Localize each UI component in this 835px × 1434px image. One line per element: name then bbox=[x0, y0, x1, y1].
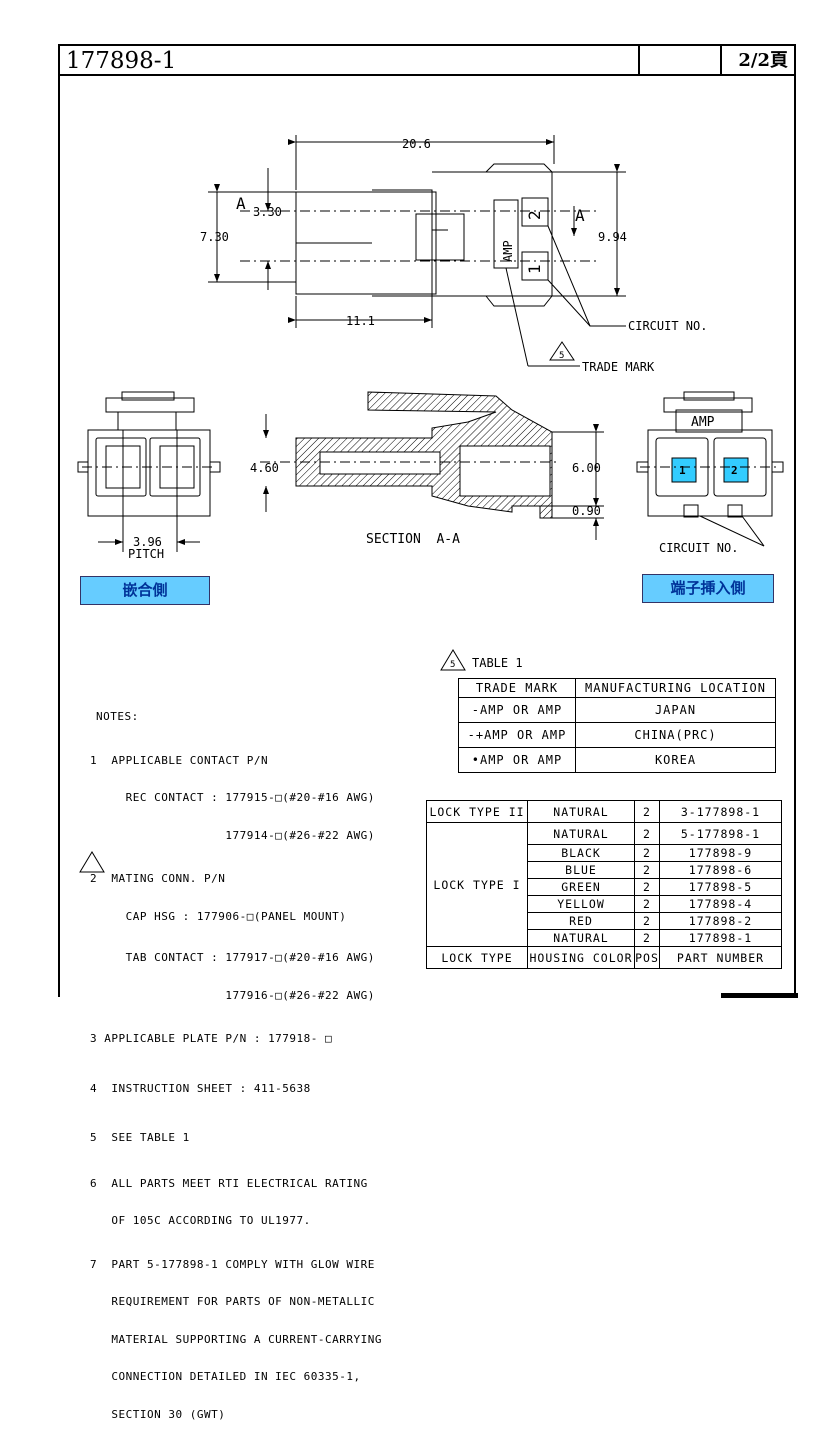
table1-cell: -+AMP OR AMP bbox=[458, 722, 576, 748]
note-line: OF 105C ACCORDING TO UL1977. bbox=[90, 1214, 311, 1227]
table1-note-number: 5 bbox=[450, 660, 455, 670]
part-number: 177898-9 bbox=[659, 844, 782, 862]
part-number-table: LOCK TYPE II NATURAL 2 3-177898-1 LOCK T… bbox=[426, 800, 782, 969]
note-line: CAP HSG : 177906-□(PANEL MOUNT) bbox=[90, 909, 347, 923]
note-line: REC CONTACT : 177915-□(#20-#16 AWG) bbox=[90, 791, 375, 804]
dim-section-left: 4.60 bbox=[250, 461, 279, 475]
part-number: 177898-1 bbox=[659, 929, 782, 947]
title-block: 177898-1 2/2頁 bbox=[58, 44, 796, 76]
note-line: 177916-□(#26-#22 AWG) bbox=[90, 988, 375, 1002]
dim-section-right: 6.00 bbox=[572, 461, 601, 475]
dim-depth: 11.1 bbox=[346, 314, 375, 328]
note-line: 6 ALL PARTS MEET RTI ELECTRICAL RATING bbox=[90, 1176, 368, 1190]
mating-side-label: 嵌合側 bbox=[80, 576, 210, 605]
title-cell-blank bbox=[638, 46, 722, 74]
note-line: TAB CONTACT : 177917-□(#20-#16 AWG) bbox=[90, 951, 375, 964]
pos: 2 bbox=[634, 878, 660, 896]
table1-cell: KOREA bbox=[575, 747, 776, 773]
section-marker-left: A bbox=[236, 194, 246, 213]
note-line: REQUIREMENT FOR PARTS OF NON-METALLIC bbox=[90, 1295, 375, 1308]
table1-cell: -AMP OR AMP bbox=[458, 697, 576, 723]
pos: 2 bbox=[634, 844, 660, 862]
pos: 2 bbox=[634, 822, 660, 845]
rear-view bbox=[636, 391, 784, 547]
pos: 2 bbox=[634, 800, 660, 823]
part-number: 177898-2 bbox=[659, 912, 782, 930]
note-line: 7 PART 5-177898-1 COMPLY WITH GLOW WIRE bbox=[90, 1257, 375, 1271]
pitch-label: PITCH bbox=[128, 547, 164, 561]
trade-mark-label: TRADE MARK bbox=[582, 360, 655, 374]
dim-section-bottom: 0.90 bbox=[572, 504, 601, 518]
housing-color: GREEN bbox=[527, 878, 635, 896]
lock-type-ii: LOCK TYPE II bbox=[426, 800, 528, 823]
pos: 2 bbox=[634, 912, 660, 930]
note-line: 1 APPLICABLE CONTACT P/N bbox=[90, 753, 269, 767]
trade-mark-note: 5 bbox=[559, 351, 564, 361]
note-line: 177914-□(#26-#22 AWG) bbox=[90, 828, 375, 842]
note-line: 2 MATING CONN. P/N bbox=[90, 872, 226, 885]
circuit-2-top: 2 bbox=[525, 210, 544, 220]
circuit-no-label-rear: CIRCUIT NO. bbox=[659, 541, 738, 555]
housing-color: YELLOW bbox=[527, 895, 635, 913]
note5-triangle bbox=[79, 851, 105, 873]
amp-mark-top: AMP bbox=[501, 240, 515, 262]
note-line: 3 APPLICABLE PLATE P/N : 177918- □ bbox=[90, 1032, 333, 1045]
part-number: 177898-6 bbox=[659, 861, 782, 879]
table2-header: HOUSING COLOR bbox=[527, 946, 635, 969]
part-number: 177898-4 bbox=[659, 895, 782, 913]
circuit-1-top: 1 bbox=[525, 264, 544, 274]
drawing-canvas: 20.6 7.30 3.30 9.94 11.1 A A AMP 2 1 CIR… bbox=[77, 135, 784, 873]
table1: TRADE MARK MANUFACTURING LOCATION -AMP O… bbox=[458, 678, 776, 773]
section-marker-right: A bbox=[575, 206, 585, 225]
housing-color: NATURAL bbox=[527, 929, 635, 947]
notes-block: NOTES: 1 APPLICABLE CONTACT P/N REC CONT… bbox=[90, 686, 382, 1434]
notes-title: NOTES: bbox=[96, 710, 139, 723]
amp-mark-rear: AMP bbox=[691, 415, 715, 430]
dim-pitch-small: 3.30 bbox=[253, 205, 282, 219]
top-view bbox=[208, 135, 626, 367]
housing-color: NATURAL bbox=[527, 800, 635, 823]
table1-title: TABLE 1 bbox=[472, 656, 523, 670]
housing-color: BLUE bbox=[527, 861, 635, 879]
table1-cell: JAPAN bbox=[575, 697, 776, 723]
housing-color: RED bbox=[527, 912, 635, 930]
front-view bbox=[77, 391, 221, 552]
table2-header: PART NUMBER bbox=[659, 946, 782, 969]
frame-bottom-bar bbox=[721, 993, 798, 998]
dim-height-right: 9.94 bbox=[598, 230, 627, 244]
dim-height-left: 7.30 bbox=[200, 230, 229, 244]
note-line: 4 INSTRUCTION SHEET : 411-5638 bbox=[90, 1081, 311, 1095]
note-line: 5 SEE TABLE 1 bbox=[90, 1131, 190, 1144]
table2-header: POS bbox=[634, 946, 660, 969]
note-line: SECTION 30 (GWT) bbox=[90, 1407, 226, 1421]
part-number: 5-177898-1 bbox=[659, 822, 782, 845]
note-line: CONNECTION DETAILED IN IEC 60335-1, bbox=[90, 1370, 361, 1383]
table1-cell: CHINA(PRC) bbox=[575, 722, 776, 748]
table1-cell: •AMP OR AMP bbox=[458, 747, 576, 773]
table1-header: MANUFACTURING LOCATION bbox=[575, 678, 776, 698]
table2-header: LOCK TYPE bbox=[426, 946, 528, 969]
housing-color: NATURAL bbox=[527, 822, 635, 845]
table1-header: TRADE MARK bbox=[458, 678, 576, 698]
housing-color: BLACK bbox=[527, 844, 635, 862]
section-view bbox=[260, 391, 604, 540]
table1-note-triangle bbox=[440, 649, 466, 671]
pitch-value: 3.96 bbox=[133, 535, 162, 549]
part-number: 177898-5 bbox=[659, 878, 782, 896]
dim-width: 20.6 bbox=[402, 137, 431, 151]
terminal-insertion-side-label: 端子挿入側 bbox=[642, 574, 774, 603]
slot-1: 1 bbox=[679, 464, 686, 477]
part-number-title: 177898-1 bbox=[66, 48, 177, 74]
lock-type-i: LOCK TYPE I bbox=[426, 822, 528, 947]
pos: 2 bbox=[634, 895, 660, 913]
circuit-no-label-top: CIRCUIT NO. bbox=[628, 319, 707, 333]
note-line: MATERIAL SUPPORTING A CURRENT-CARRYING bbox=[90, 1332, 383, 1346]
section-title: SECTION A-A bbox=[366, 532, 460, 547]
pos: 2 bbox=[634, 861, 660, 879]
page-number: 2/2頁 bbox=[720, 46, 794, 74]
pos: 2 bbox=[634, 929, 660, 947]
slot-2: 2 bbox=[731, 464, 738, 477]
part-number: 3-177898-1 bbox=[659, 800, 782, 823]
